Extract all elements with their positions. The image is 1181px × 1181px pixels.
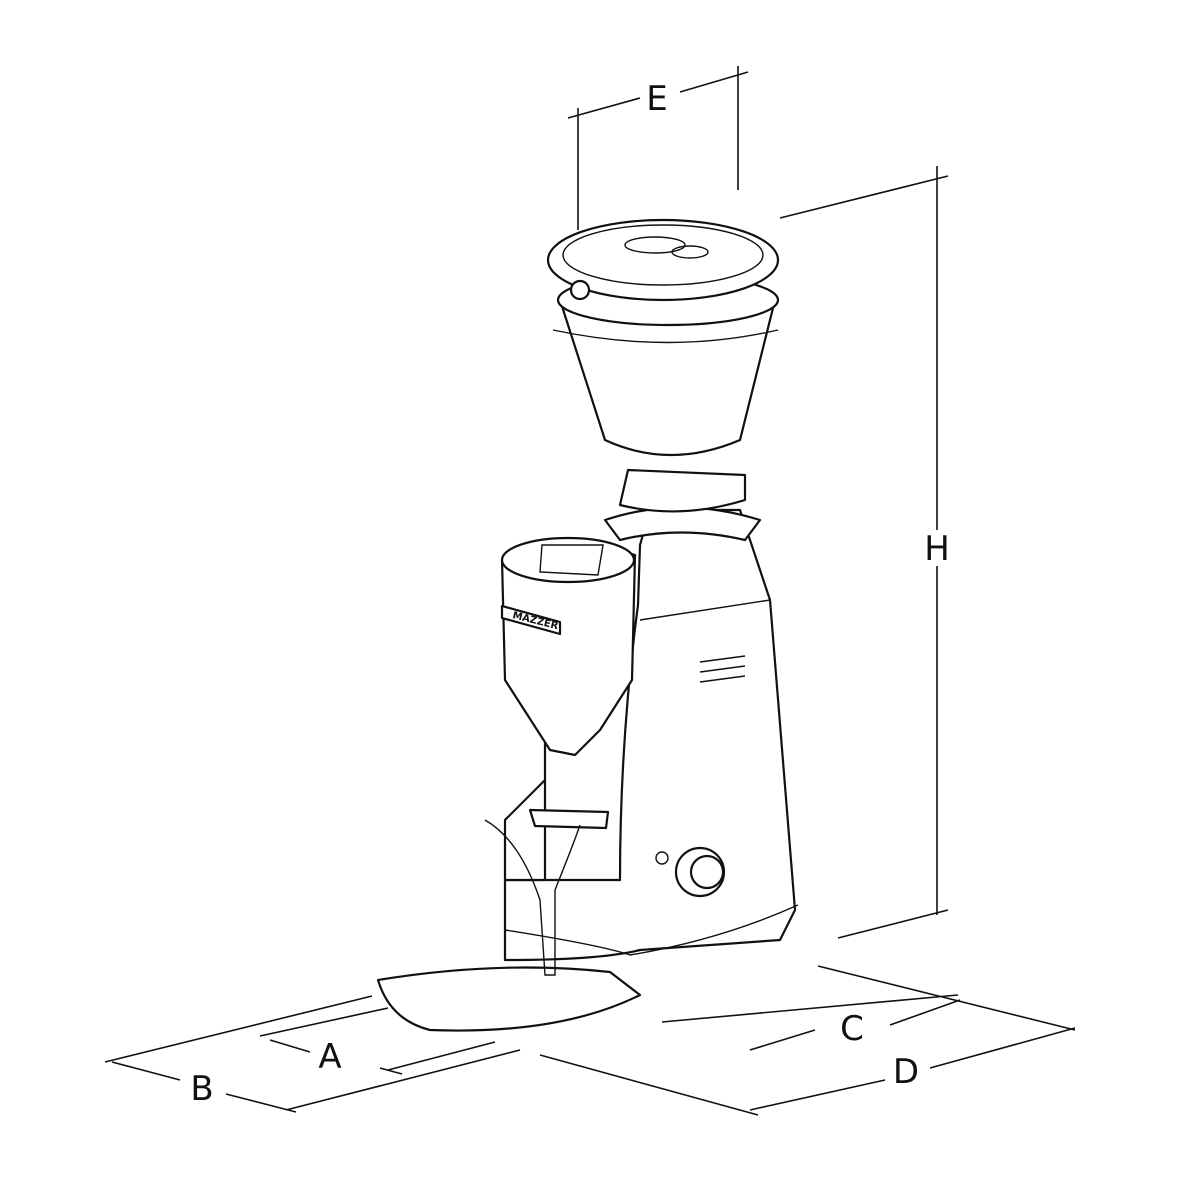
dimension-label-e: E xyxy=(646,79,667,119)
grinder-illustration: MAZZER xyxy=(376,218,799,1032)
dimension-label-c: C xyxy=(840,1009,864,1049)
brand-plate xyxy=(500,604,562,636)
bean-hopper xyxy=(558,298,777,457)
dimension-label-b: B xyxy=(190,1069,213,1109)
drip-tray xyxy=(376,966,642,1032)
dimension-label-h: H xyxy=(924,529,950,569)
dimension-label-d: D xyxy=(893,1052,919,1092)
portafilter-fork xyxy=(528,808,610,830)
dimension-label-a: A xyxy=(318,1037,341,1077)
grinder-base xyxy=(503,508,797,962)
dimension-lines xyxy=(104,66,1076,1116)
